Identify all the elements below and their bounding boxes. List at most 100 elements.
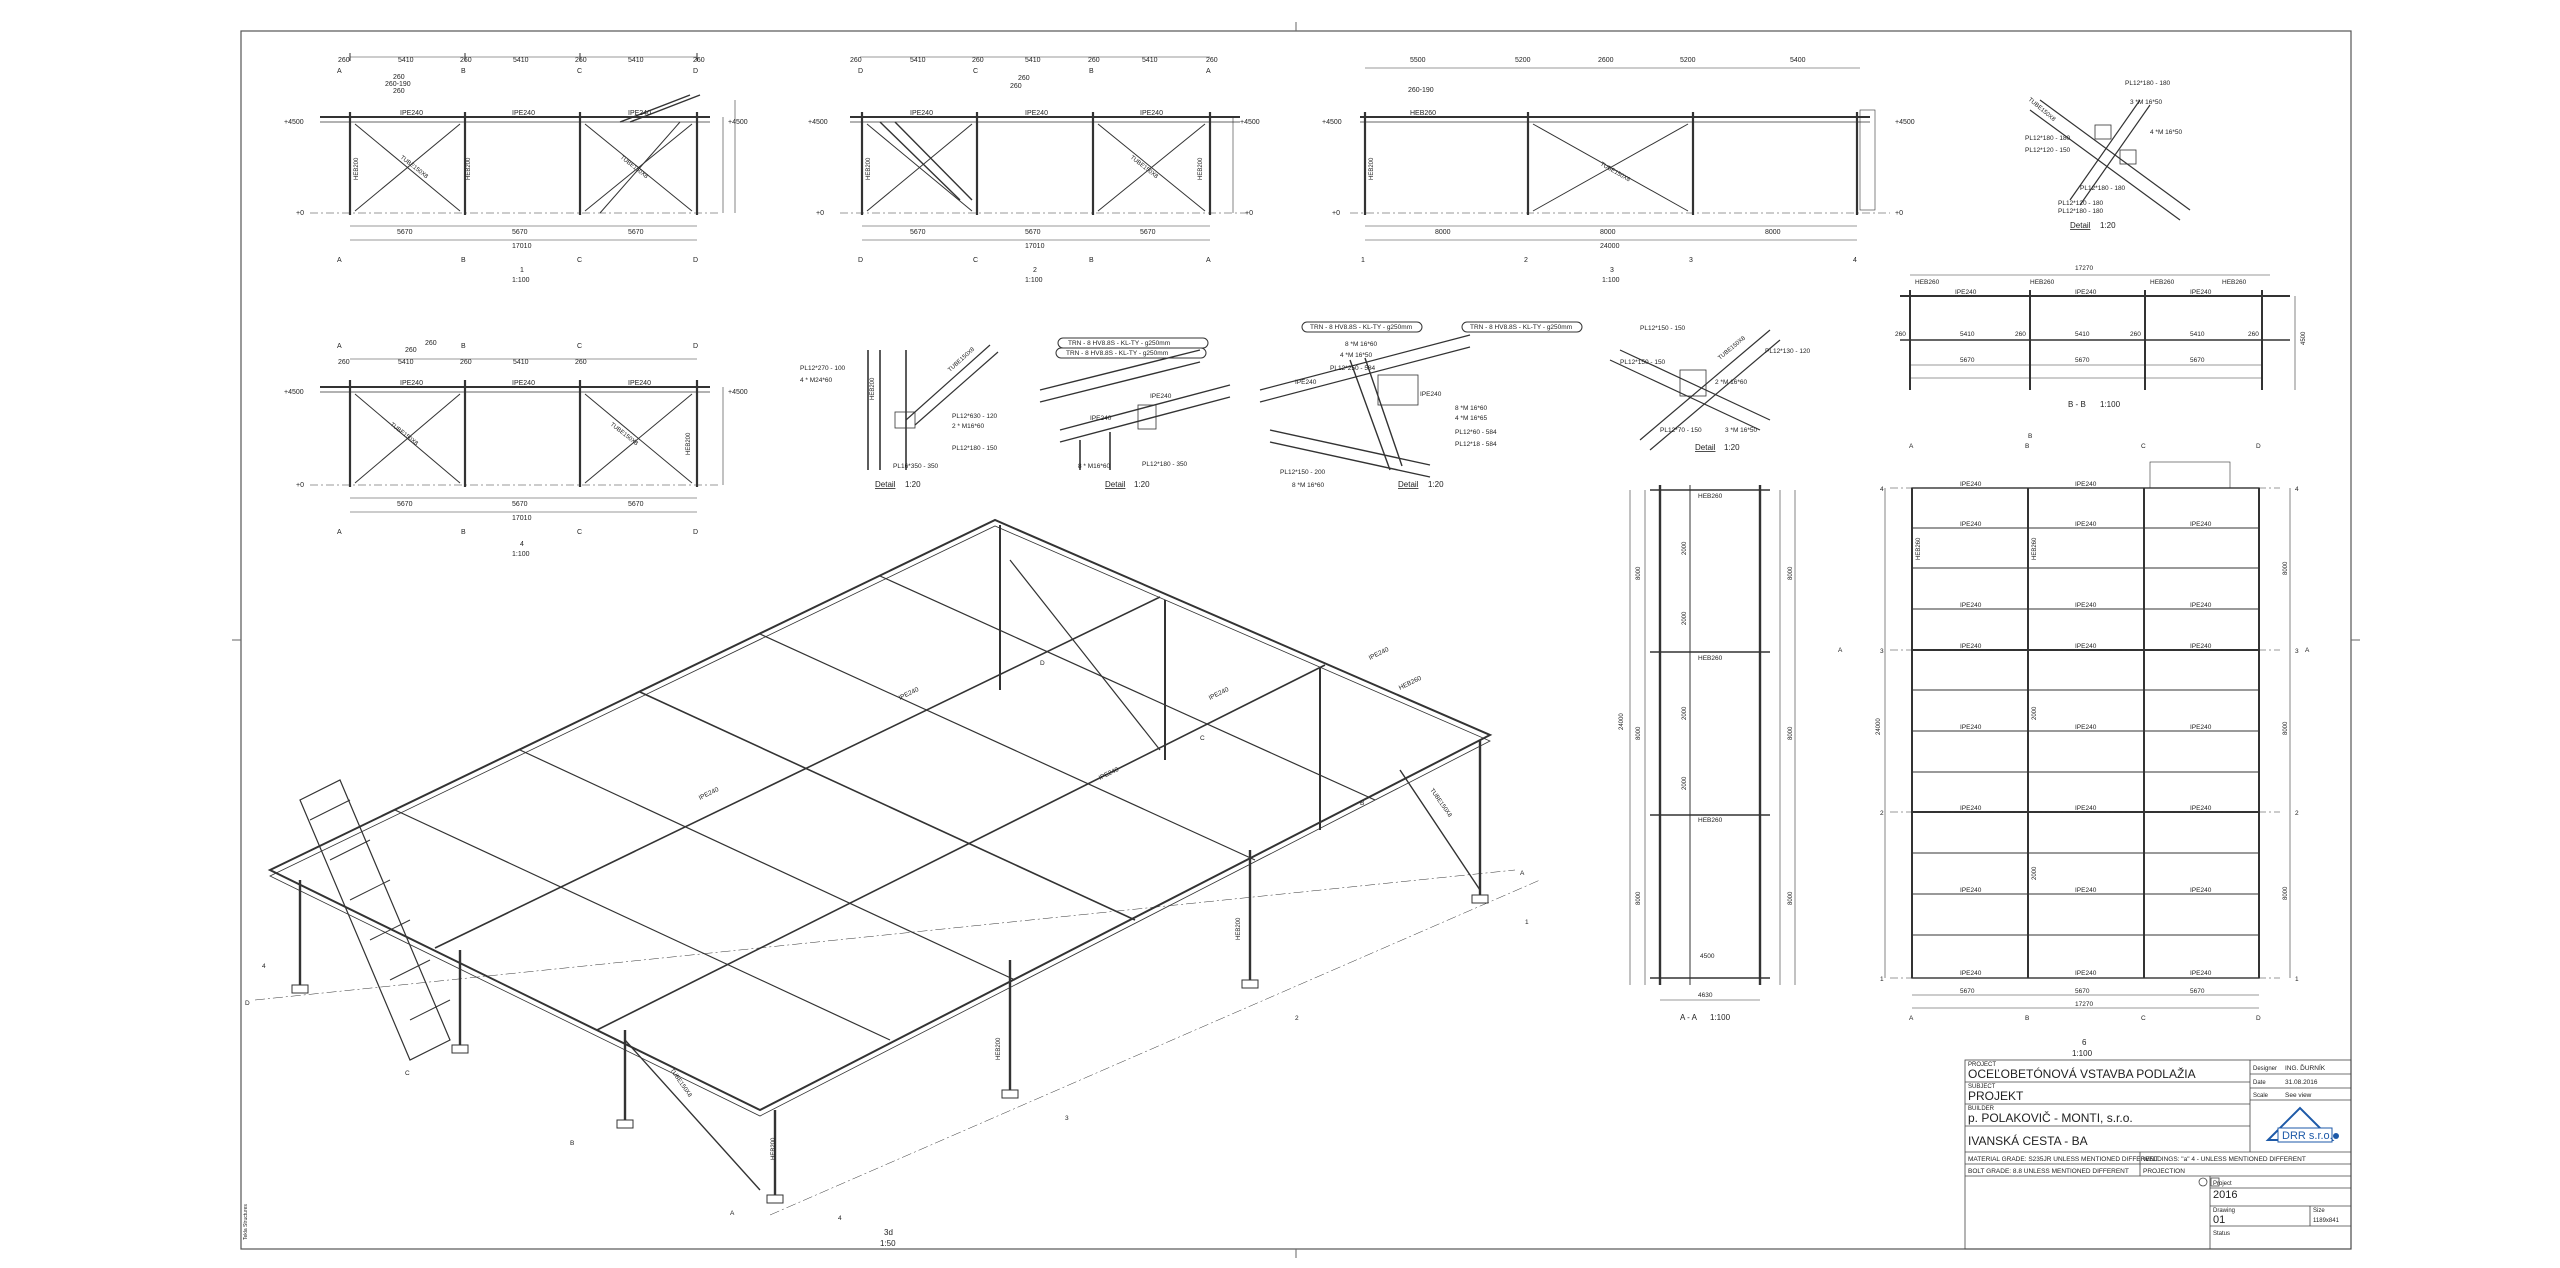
dim-label: 5670: [397, 501, 413, 508]
view-number: 3d: [884, 1228, 893, 1237]
grid-bubble: 3: [1689, 257, 1693, 264]
detail-note: PL12*150 - 150: [1620, 359, 1666, 366]
welding-note: WELDINGS: "a" 4 - UNLESS MENTIONED DIFFE…: [2143, 1156, 2306, 1163]
scale-label: Scale: [2253, 1093, 2269, 1099]
dim-label: 260: [693, 57, 705, 64]
column-label: HEB200: [996, 1037, 1002, 1060]
grid-bubble: A: [337, 529, 342, 536]
dim-label: 260: [2130, 331, 2141, 338]
grid-bubble: A: [1909, 1015, 1914, 1022]
beam-label: IPE240: [1960, 602, 1982, 609]
grid-bubble: A: [1520, 870, 1525, 877]
beam-label: IPE240: [2190, 289, 2212, 296]
view-number: 2: [1033, 267, 1037, 274]
grid-bubble: B: [1360, 800, 1364, 807]
grid-bubble: C: [577, 529, 582, 536]
beam-label: IPE240: [2075, 887, 2097, 894]
view-number: 6: [2082, 1038, 2087, 1047]
detail-note: 8 *M 16*60: [1455, 405, 1488, 412]
beam-label: IPE240: [2075, 602, 2097, 609]
dim-label: 260: [972, 57, 984, 64]
level-mark: +0: [1245, 210, 1253, 217]
axis-label: 4: [262, 963, 266, 970]
level-mark: +0: [296, 210, 304, 217]
detail-note: 8 *M 16*60: [1345, 341, 1378, 348]
beam-label: IPE240: [2075, 481, 2097, 488]
dim-label: 260: [2015, 331, 2026, 338]
size-label: Size: [2313, 1208, 2325, 1214]
grid-bubble: D: [2256, 1015, 2261, 1022]
project-number: 2016: [2213, 1189, 2237, 1201]
dim-label: 5670: [512, 229, 528, 236]
grid-bubble: C: [2141, 443, 2146, 450]
detail-scale: 1:20: [905, 480, 921, 489]
level-mark: +0: [296, 482, 304, 489]
detail-note: TRN - 8 HV8.8S - KL-TY - g250mm: [1310, 324, 1412, 331]
dim-label: 260-190: [1408, 87, 1434, 94]
grid-bubble: D: [858, 257, 863, 264]
detail-note: PL12*270 - 100: [800, 365, 846, 372]
grid-bubble: 2: [1524, 257, 1528, 264]
beam-label: HEB260: [2150, 279, 2175, 286]
detail-note: TRN - 8 HV8.8S - KL-TY - g250mm: [1068, 340, 1170, 347]
grid-bubble: D: [693, 343, 698, 350]
dim-label: 5410: [628, 57, 644, 64]
grid-bubble: 4: [2295, 486, 2299, 493]
grid-bubble: B: [2025, 1015, 2029, 1022]
detail-title: Detail: [1398, 480, 1419, 489]
detail-note: TRN - 8 HV8.8S - KL-TY - g250mm: [1066, 350, 1168, 357]
grid-bubble: D: [1040, 660, 1045, 667]
detail-note: 4 *M 16*50: [2150, 129, 2183, 136]
beam-label: IPE240: [1025, 110, 1048, 117]
beam-label: IPE240: [2075, 970, 2097, 977]
drawing-label: Drawing: [2213, 1208, 2235, 1214]
beam-label: IPE240: [628, 110, 651, 117]
grid-bubble: 4: [1853, 257, 1857, 264]
detail-note: 3 *M 16*50: [2130, 99, 2163, 106]
detail-note: PL12*150 - 200: [1280, 469, 1326, 476]
detail-scale: 1:20: [1428, 480, 1444, 489]
dim-label: 260: [1088, 57, 1100, 64]
dim-label: 5670: [2075, 988, 2090, 995]
level-mark: +4500: [808, 119, 828, 126]
dim-label: 260: [405, 347, 417, 354]
beam-label: HEB260: [1698, 817, 1723, 824]
bolt-note: BOLT GRADE: 8.8 UNLESS MENTIONED DIFFERE…: [1968, 1168, 2129, 1175]
drawing-number: 01: [2213, 1214, 2225, 1226]
title-block-text: PROJECT OCEĽOBETÓNOVÁ VSTAVBA PODLAŽIA S…: [1968, 1062, 2340, 1237]
subject-name: PROJEKT: [1968, 1089, 2024, 1103]
elevation-view-4: [310, 358, 724, 513]
dim-label: 8000: [1788, 891, 1794, 905]
dim-label: 260: [1010, 83, 1022, 90]
site-address: IVANSKÁ CESTA - BA: [1968, 1133, 2088, 1148]
sheet-size: 1189x841: [2313, 1218, 2340, 1224]
dim-label: 260-190: [385, 81, 411, 88]
detail-note: PL12*180 - 180: [2080, 185, 2126, 192]
dim-label: 5670: [628, 229, 644, 236]
section-mark: B: [2028, 433, 2032, 440]
column-label: HEB200: [686, 432, 692, 455]
builder-name: p. POLAKOVIČ - MONTI, s.r.o.: [1968, 1110, 2133, 1125]
axis-label: 2: [1295, 1015, 1299, 1022]
beam-label: IPE240: [1368, 646, 1391, 662]
grid-bubble: A: [337, 68, 342, 75]
date-label: Date: [2253, 1080, 2266, 1086]
detail-5-labels: PL12*180 - 180 3 *M 16*50 PL12*180 - 180…: [2025, 80, 2183, 230]
dim-label: 5410: [513, 57, 529, 64]
beam-label: IPE240: [2075, 805, 2097, 812]
dim-label: 8000: [1765, 229, 1781, 236]
view-number: 4: [520, 541, 524, 548]
grid-bubble: A: [1909, 443, 1914, 450]
status-label: Status: [2213, 1231, 2230, 1237]
grid-bubble: C: [2141, 1015, 2146, 1022]
detail-note: PL12*60 - 584: [1455, 429, 1497, 436]
dim-label: 5410: [513, 359, 529, 366]
grid-bubble: 3: [1880, 648, 1884, 655]
elevation-view-1-labels: 260 5410 260 5410 260 5410 260 260 260-1…: [284, 57, 748, 284]
level-mark: +4500: [284, 389, 304, 396]
column-label: HEB200: [1236, 917, 1242, 940]
designer-label: Designer: [2253, 1066, 2277, 1072]
elevation-view-2-labels: 260 5410 260 5410 260 5410 260 260 260 D…: [808, 57, 1260, 284]
grid-bubble: 1: [2295, 976, 2299, 983]
dim-label: 260: [575, 359, 587, 366]
